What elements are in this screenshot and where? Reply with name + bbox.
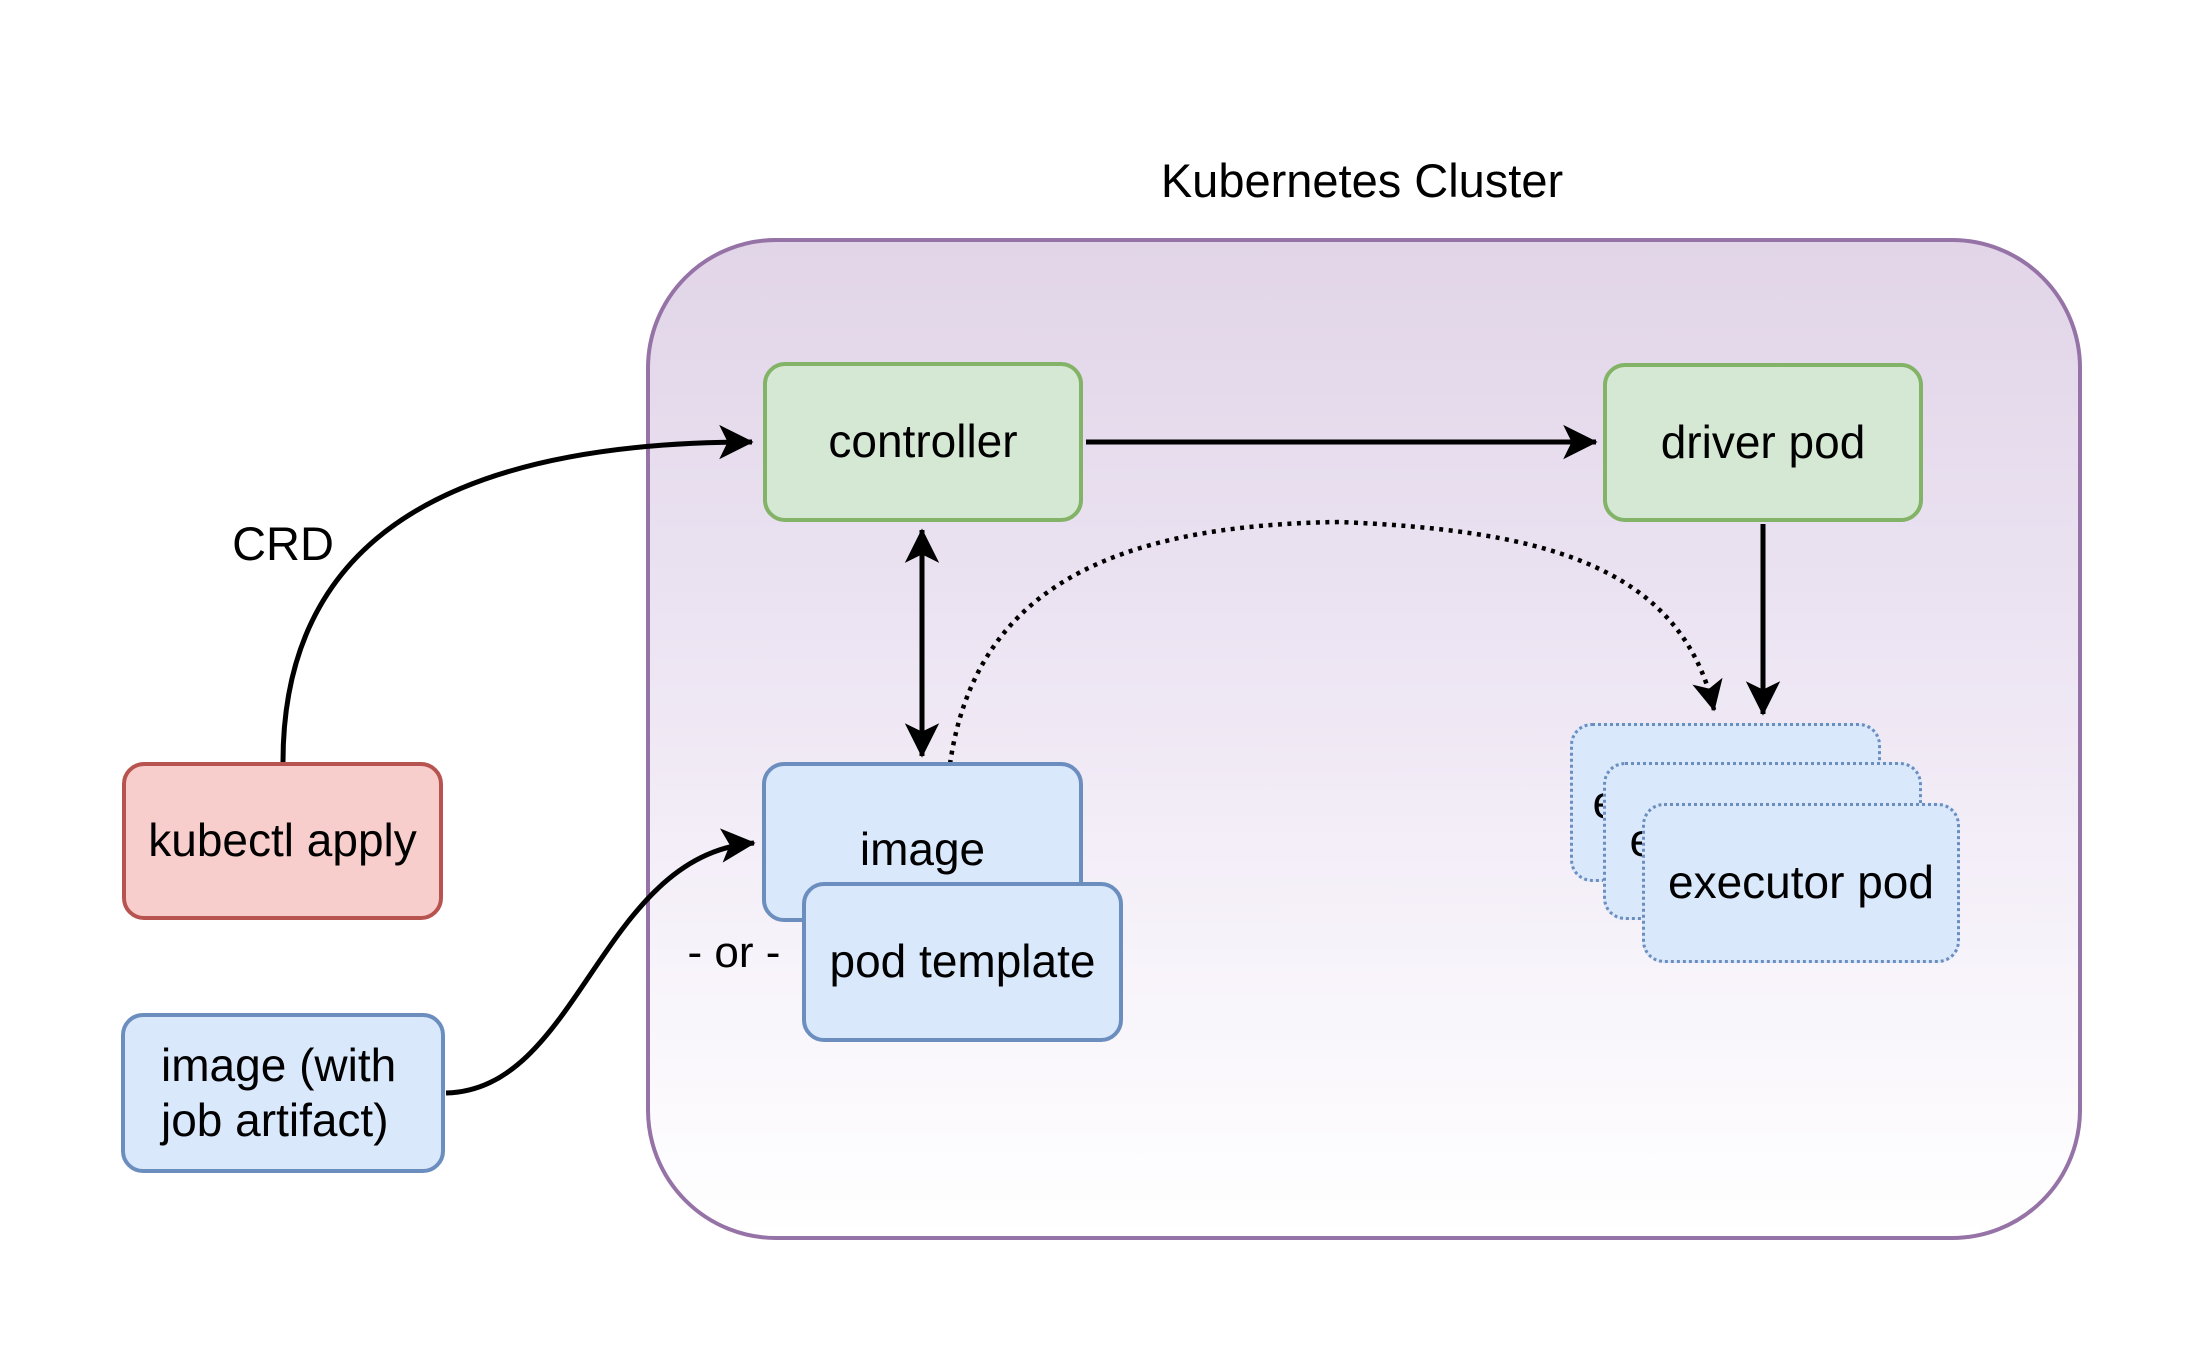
node-controller: controller <box>763 362 1083 522</box>
driver-pod-label: driver pod <box>1660 415 1866 468</box>
diagram-title: Kubernetes Cluster <box>1160 154 1564 207</box>
node-driver-pod: driver pod <box>1603 363 1923 522</box>
executor-pod-label: executor pod <box>1668 856 1934 909</box>
or-label: - or - <box>687 928 781 977</box>
kubectl-apply-label: kubectl apply <box>148 814 417 867</box>
crd-edge-label: CRD <box>232 517 334 570</box>
pod-template-label: pod template <box>829 935 1096 988</box>
node-pod-template: pod template <box>802 882 1123 1042</box>
image-label: image <box>859 823 986 875</box>
node-image-with-job-artifact: image (with job artifact) <box>121 1013 445 1173</box>
node-executor-pod-front: executor pod <box>1642 803 1960 963</box>
controller-label: controller <box>828 415 1018 468</box>
node-kubectl-apply: kubectl apply <box>122 762 443 920</box>
image-with-job-artifact-line2: job artifact) <box>161 1094 389 1146</box>
image-with-job-artifact-line1: image (with <box>161 1038 397 1091</box>
